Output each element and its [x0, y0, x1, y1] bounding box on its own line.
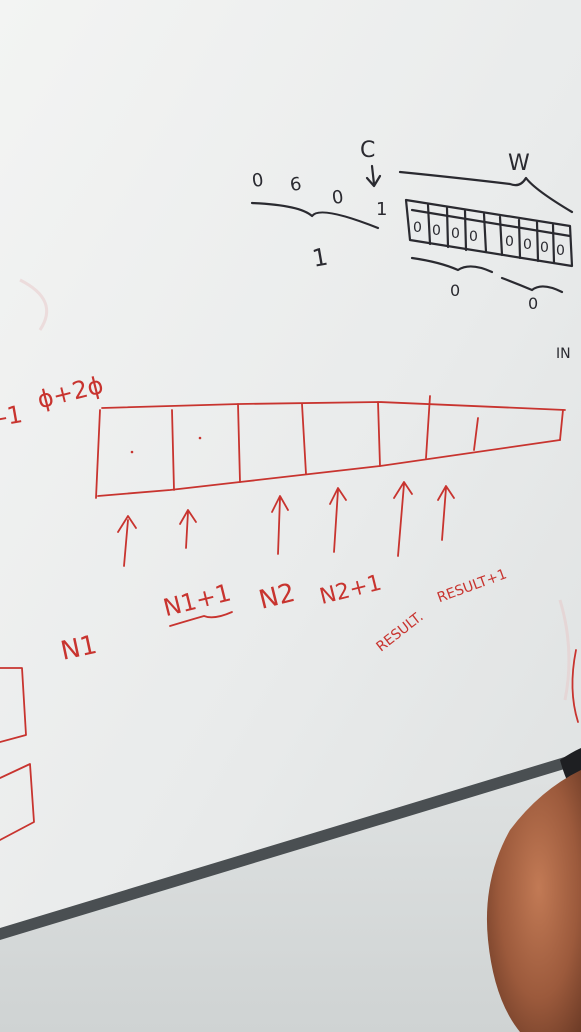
one-below-brace: 1	[310, 243, 330, 273]
edge-label: IN	[556, 346, 571, 362]
eraser-smudge	[19, 278, 49, 331]
brace-over-register	[398, 170, 574, 214]
one-right: 1	[376, 199, 387, 220]
register-box	[404, 198, 574, 268]
edge-scribble	[0, 667, 27, 743]
zero-under-right: 0	[528, 294, 538, 313]
black-register-sketch: 0 6 0 1 C 1 W 0 0 0 0 0 0 0	[250, 138, 574, 362]
lower-wall	[0, 760, 581, 1032]
carry-arrow	[365, 164, 382, 188]
zero-under-left: 0	[450, 281, 460, 300]
brace-under-right	[500, 276, 564, 294]
memory-cell-dividers	[171, 395, 479, 491]
arrow-n1-plus-1	[179, 509, 197, 549]
pointer-arrows	[117, 481, 455, 567]
arrow-n2	[271, 495, 289, 555]
register-cell: 0	[451, 226, 460, 242]
zero-digit: 0	[331, 187, 345, 209]
register-cell: 0	[523, 237, 532, 253]
arrow-result	[393, 481, 413, 557]
cell-dot	[130, 450, 134, 454]
memory-strip-top	[101, 401, 566, 411]
underline-n1-plus-1	[169, 611, 233, 627]
red-left-fragment: -1	[0, 400, 25, 432]
register-cell: 0	[540, 240, 549, 256]
person-arm	[486, 748, 581, 1032]
board-frame-rail	[0, 752, 581, 940]
memory-strip-left	[95, 409, 101, 499]
brace-under-left	[410, 256, 494, 274]
cell-dot	[198, 436, 202, 440]
register-inner-line	[410, 208, 572, 238]
brace-under-zeros	[250, 201, 380, 230]
register-cells: 0 0 0 0 0 0 0 0	[413, 220, 565, 259]
arrow-n2-plus-1	[329, 487, 347, 553]
register-cell: 0	[505, 234, 514, 250]
register-cell: 0	[556, 243, 565, 259]
register-cell: 0	[413, 220, 422, 236]
w-label: W	[508, 151, 530, 176]
pointer-label-n1: N1	[58, 630, 99, 667]
edge-scribble	[571, 649, 579, 723]
edge-scribble	[0, 763, 35, 841]
arm	[486, 770, 581, 1032]
eraser-smudge	[558, 599, 571, 701]
register-cell: 0	[469, 229, 478, 245]
carry-label: C	[360, 138, 375, 163]
register-dividers	[426, 203, 556, 265]
memory-strip-right	[559, 409, 564, 441]
arrow-n1	[117, 515, 137, 567]
zero-digit: 0	[251, 170, 265, 192]
arrow-result-plus-1	[437, 485, 455, 541]
six-digit: 6	[289, 174, 303, 196]
register-cell: 0	[432, 223, 441, 239]
